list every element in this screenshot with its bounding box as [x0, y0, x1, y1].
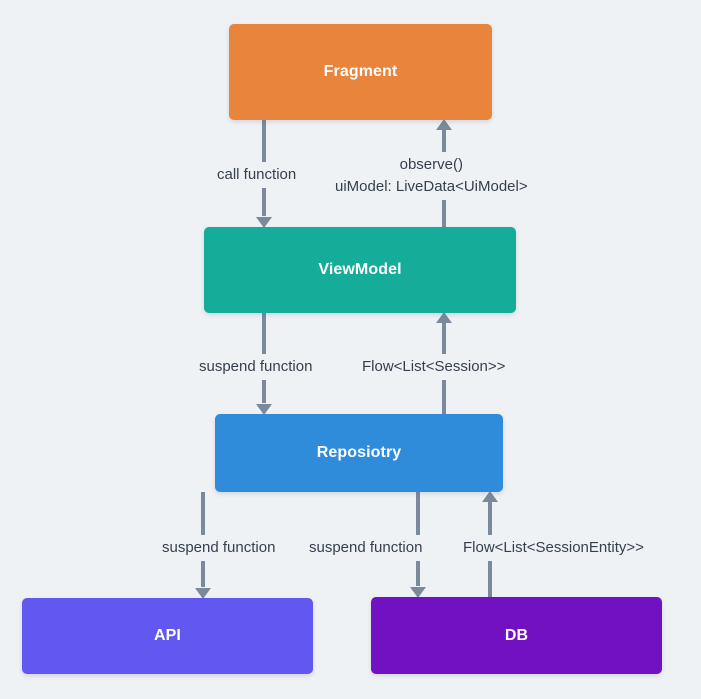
node-fragment-label: Fragment	[323, 63, 398, 80]
node-api[interactable]: API	[22, 598, 313, 674]
arrowhead-up-icon	[482, 491, 498, 502]
node-viewmodel-label: ViewModel	[318, 261, 402, 278]
node-viewmodel[interactable]: ViewModel	[204, 227, 516, 313]
edge-label-suspend-function-viewmodel: suspend function	[193, 354, 319, 380]
arrowhead-up-icon	[436, 312, 452, 323]
edge-label-observe: observe() uiModel: LiveData<UiModel>	[329, 152, 534, 200]
node-repository-label: Reposiotry	[316, 444, 402, 461]
edge-label-text: Flow<List<SessionEntity>>	[463, 539, 644, 556]
node-repository[interactable]: Reposiotry	[215, 414, 503, 492]
edge-label-text-line1: observe()	[399, 156, 463, 173]
arrowhead-down-icon	[410, 587, 426, 598]
edge-label-flow-session-entity: Flow<List<SessionEntity>>	[457, 535, 650, 561]
node-fragment[interactable]: Fragment	[229, 24, 492, 120]
edge-label-text-line2: uiModel: LiveData<UiModel>	[335, 177, 528, 195]
edge-label-text: suspend function	[309, 539, 423, 556]
edge-label-call-function: call function	[211, 162, 303, 188]
edge-label-text: suspend function	[199, 358, 313, 375]
arrowhead-down-icon	[256, 404, 272, 415]
node-db[interactable]: DB	[371, 597, 662, 674]
arrowhead-down-icon	[256, 217, 272, 228]
node-api-label: API	[154, 627, 181, 644]
arrowhead-up-icon	[436, 119, 452, 130]
edge-label-text: call function	[217, 166, 297, 183]
edge-label-text: Flow<List<Session>>	[362, 358, 506, 375]
node-db-label: DB	[504, 626, 529, 644]
arrowhead-down-icon	[195, 588, 211, 599]
edge-label-text: suspend function	[162, 539, 276, 556]
edge-label-suspend-function-db: suspend function	[303, 535, 429, 561]
edge-label-flow-session: Flow<List<Session>>	[356, 354, 512, 380]
edge-label-suspend-function-api: suspend function	[156, 535, 282, 561]
